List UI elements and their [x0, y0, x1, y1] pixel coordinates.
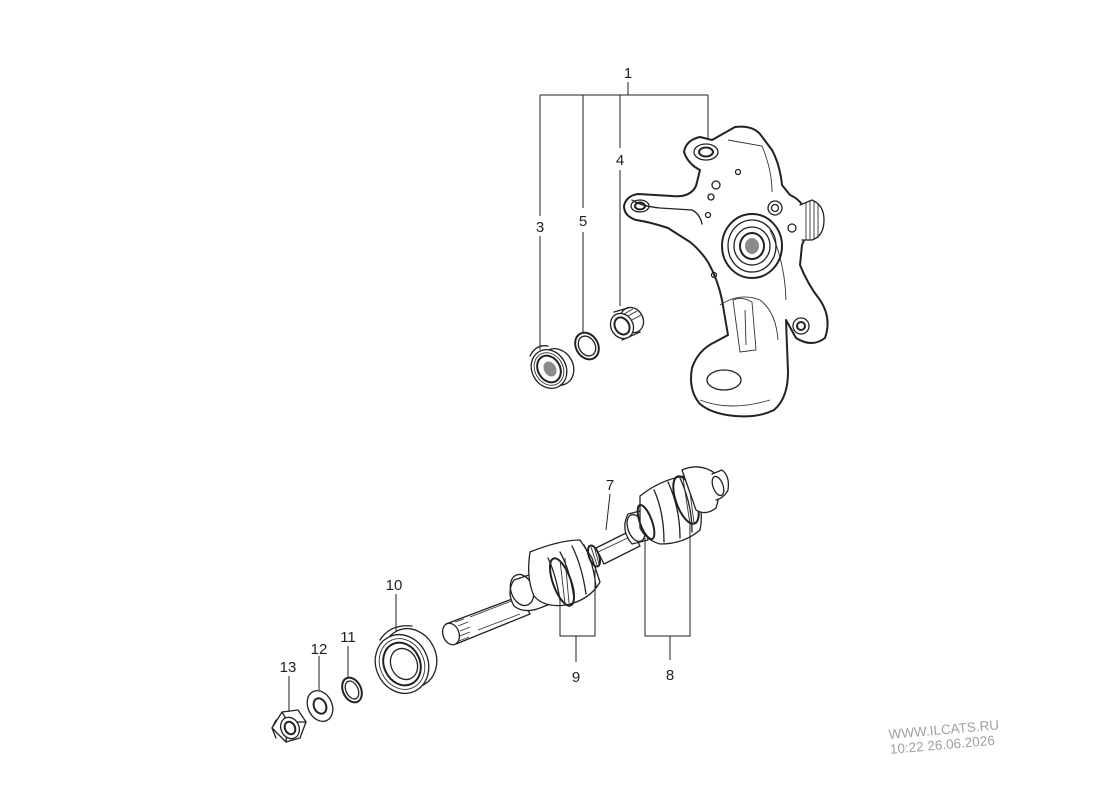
callout-8[interactable]: 8 — [666, 667, 674, 684]
callout-4[interactable]: 4 — [616, 152, 624, 169]
callout-10[interactable]: 10 — [386, 577, 403, 594]
callout-9-label: 9 — [572, 669, 580, 686]
washer-12 — [306, 689, 334, 723]
callout-3[interactable]: 3 — [536, 219, 544, 236]
steering-knuckle — [623, 125, 829, 418]
callout-9[interactable]: 9 — [572, 669, 580, 686]
callout-1[interactable]: 1 — [624, 65, 632, 82]
callout-13[interactable]: 13 — [280, 659, 297, 676]
snap-ring-11 — [341, 676, 363, 704]
callout-3-label: 3 — [536, 219, 544, 236]
callout-8-label: 8 — [666, 667, 674, 684]
hub-nut-13 — [271, 709, 307, 743]
needle-bearing-4 — [609, 306, 645, 341]
callout-7[interactable]: 7 — [606, 477, 614, 494]
leader-lines — [288, 82, 709, 712]
callout-7-label: 7 — [606, 477, 614, 494]
callout-5-label: 5 — [579, 213, 587, 230]
drive-shaft — [441, 466, 730, 646]
callout-10-label: 10 — [386, 577, 403, 594]
callout-11-label: 11 — [340, 629, 356, 646]
spacer-10 — [374, 625, 438, 694]
callout-11[interactable]: 11 — [340, 629, 356, 646]
callout-13-label: 13 — [280, 659, 297, 676]
oil-seal-3 — [529, 345, 575, 389]
callout-1-label: 1 — [624, 65, 632, 82]
snap-ring-5 — [574, 331, 600, 361]
callout-5[interactable]: 5 — [579, 213, 587, 230]
callout-12-label: 12 — [311, 641, 328, 658]
callout-12[interactable]: 12 — [311, 641, 328, 658]
callout-4-label: 4 — [616, 152, 624, 169]
